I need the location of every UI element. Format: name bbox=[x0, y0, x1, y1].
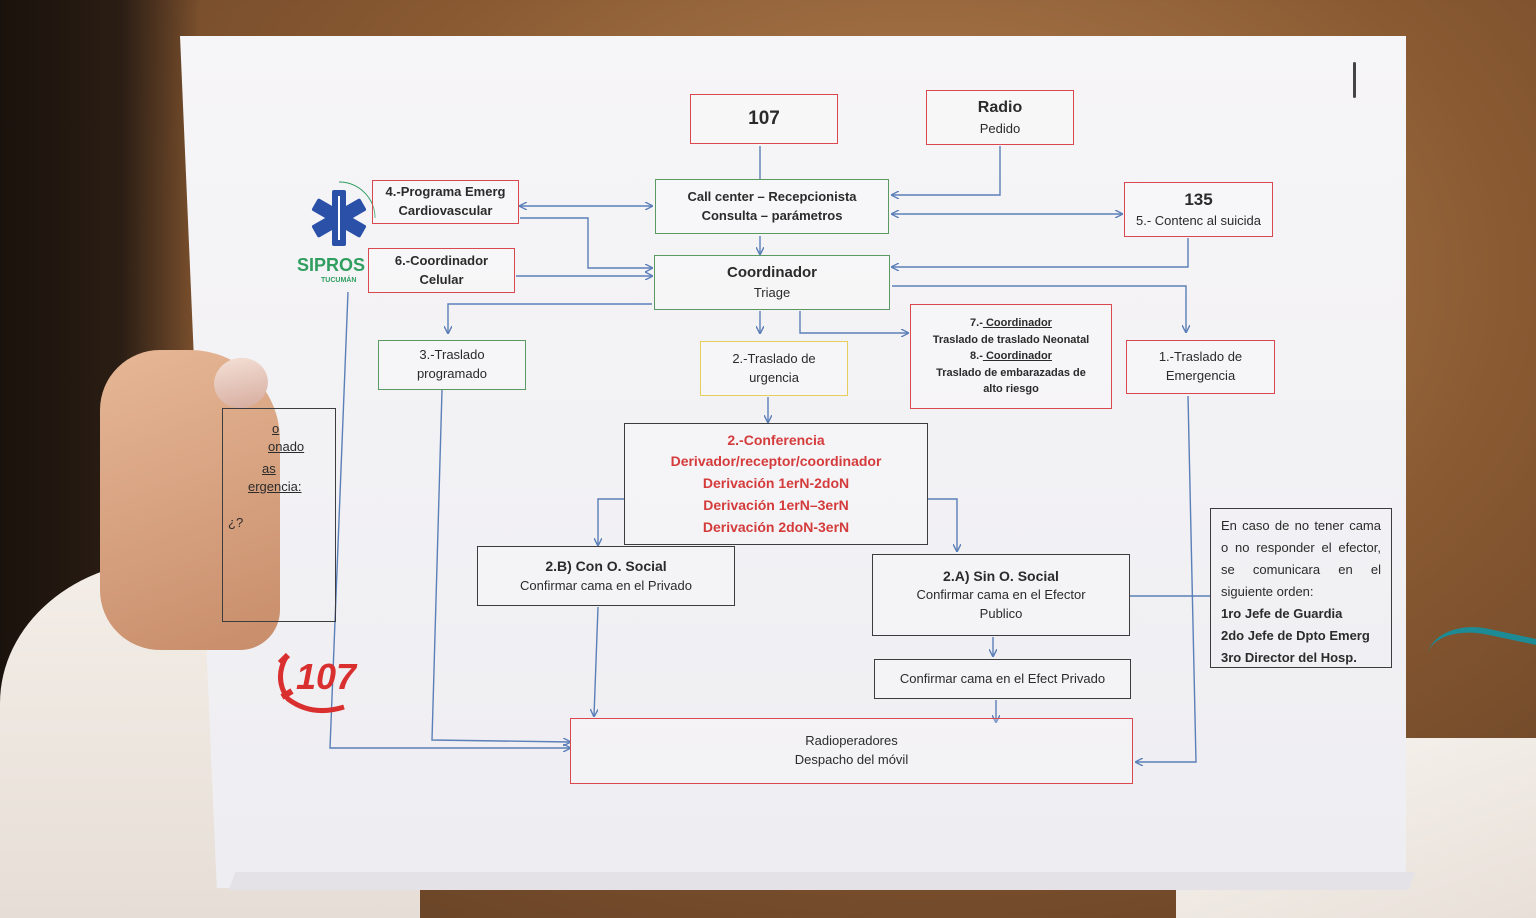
conferencia-line1: 2.-Conferencia bbox=[727, 431, 825, 448]
box-radioperadores: Radioperadores Despacho del móvil bbox=[570, 718, 1133, 784]
radioperadores-line1: Radioperadores bbox=[805, 733, 898, 749]
arrow-programado-to-radio bbox=[431, 389, 570, 742]
box-programa-emerg: 4.-Programa Emerg Cardiovascular bbox=[372, 180, 519, 224]
svg-text:107: 107 bbox=[296, 656, 358, 697]
arrow-celular-to-radio bbox=[329, 291, 570, 748]
conferencia-line2: Derivador/receptor/coordinador bbox=[670, 453, 882, 470]
note-item-1: 1ro Jefe de Guardia bbox=[1221, 606, 1343, 621]
box-con-obra-social: 2.B) Con O. Social Confirmar cama en el … bbox=[477, 546, 735, 606]
arrow-emergencia-to-radio bbox=[1136, 395, 1197, 762]
box-coordinador-celular: 6.-Coordinador Celular bbox=[368, 248, 515, 293]
box-107: 107 bbox=[690, 94, 838, 144]
arrow-program-to-coord bbox=[520, 217, 652, 268]
urgencia-line1: 2.-Traslado de bbox=[732, 350, 816, 366]
celular-line2: Celular bbox=[419, 271, 464, 287]
side-fragment-2: onado bbox=[268, 439, 305, 454]
note-item-3: 3ro Director del Hosp. bbox=[1221, 650, 1357, 665]
partial-left-box bbox=[222, 408, 336, 622]
paper-sheet bbox=[180, 36, 1406, 888]
box-traslado-urgencia: 2.-Traslado de urgencia bbox=[700, 341, 848, 396]
box-neonatal: 7.- Coordinador Traslado de traslado Neo… bbox=[910, 304, 1112, 409]
box-107-title: 107 bbox=[748, 108, 780, 130]
box-traslado-programado: 3.-Traslado programado bbox=[378, 340, 526, 390]
box-radio-title: Radio bbox=[977, 99, 1023, 117]
box-efect-privado: Confirmar cama en el Efect Privado bbox=[874, 659, 1131, 699]
box-traslado-emergencia: 1.-Traslado de Emergencia bbox=[1126, 340, 1275, 394]
arrow-coord-to-emergencia bbox=[892, 285, 1186, 332]
box-coordinador: Coordinador Triage bbox=[654, 255, 890, 310]
call-center-line2: Consulta – parámetros bbox=[701, 207, 843, 223]
radioperadores-line2: Despacho del móvil bbox=[794, 752, 909, 767]
conferencia-line4: Derivación 1erN–3erN bbox=[703, 496, 849, 513]
neonatal-line4: Traslado de embarazadas de bbox=[936, 366, 1086, 379]
neonatal-line3: 8.- Coordinador bbox=[970, 350, 1052, 363]
side-fragment-5: ¿? bbox=[228, 515, 244, 530]
logo-107-icon: 107 bbox=[277, 652, 358, 714]
coordinador-title: Coordinador bbox=[727, 264, 817, 282]
sin-social-line3: Publico bbox=[979, 606, 1023, 622]
neonatal-line2: Traslado de traslado Neonatal bbox=[932, 333, 1090, 346]
sin-social-title: 2.A) Sin O. Social bbox=[943, 568, 1059, 584]
efect-privado-text: Confirmar cama en el Efect Privado bbox=[899, 670, 1106, 686]
arrow-con-to-radio bbox=[594, 606, 599, 716]
call-center-line1: Call center – Recepcionista bbox=[687, 188, 857, 204]
sipros-logo: SIPROS TUCUMÁN bbox=[297, 181, 376, 284]
arrow-conf-to-con-social bbox=[598, 498, 624, 545]
celular-line1: 6.-Coordinador bbox=[394, 252, 489, 268]
box-radio: Radio Pedido bbox=[926, 90, 1074, 145]
coordinador-subtitle: Triage bbox=[753, 284, 791, 300]
programado-line1: 3.-Traslado bbox=[419, 347, 485, 363]
pen-mark bbox=[1353, 62, 1356, 98]
neonatal-line1: 7.- Coordinador bbox=[970, 317, 1052, 330]
programa-line2: Cardiovascular bbox=[398, 203, 493, 218]
side-fragment-4: ergencia: bbox=[248, 479, 302, 494]
emergencia-line1: 1.-Traslado de bbox=[1158, 349, 1243, 365]
side-fragment-3: as bbox=[262, 461, 276, 476]
neonatal-line5: alto riesgo bbox=[983, 383, 1039, 396]
svg-text:SIPROS: SIPROS bbox=[297, 255, 365, 275]
programa-line1: 4.-Programa Emerg bbox=[385, 184, 506, 200]
box-conferencia: 2.-Conferencia Derivador/receptor/coordi… bbox=[624, 423, 928, 545]
svg-text:TUCUMÁN: TUCUMÁN bbox=[321, 275, 356, 284]
conferencia-line5: Derivación 2doN-3erN bbox=[702, 518, 850, 535]
emergencia-line2: Emergencia bbox=[1165, 368, 1236, 383]
arrow-coord-to-programado bbox=[448, 303, 652, 333]
box-135: 135 5.- Contenc al suicida bbox=[1124, 182, 1273, 237]
box-sin-obra-social: 2.A) Sin O. Social Confirmar cama en el … bbox=[872, 554, 1130, 636]
con-social-title: 2.B) Con O. Social bbox=[545, 558, 667, 575]
side-fragment-1: o bbox=[272, 421, 280, 436]
arrow-radio-to-callcenter bbox=[892, 146, 1001, 195]
box-135-title: 135 bbox=[1184, 189, 1213, 209]
sin-social-line2: Confirmar cama en el Efector bbox=[916, 587, 1086, 603]
box-radio-subtitle: Pedido bbox=[979, 120, 1021, 136]
arrow-135-to-coord bbox=[892, 238, 1189, 267]
escalation-note: En caso de no tener cama o no responder … bbox=[1210, 508, 1392, 668]
note-item-2: 2do Jefe de Dpto Emerg bbox=[1221, 628, 1370, 643]
box-135-subtitle: 5.- Contenc al suicida bbox=[1135, 213, 1261, 229]
programado-line2: programado bbox=[416, 366, 488, 381]
note-text: En caso de no tener cama o no responder … bbox=[1221, 518, 1381, 599]
arrow-coord-to-neonatal bbox=[799, 311, 908, 333]
urgencia-line2: urgencia bbox=[749, 369, 799, 385]
box-call-center: Call center – Recepcionista Consulta – p… bbox=[655, 179, 889, 234]
con-social-subtitle: Confirmar cama en el Privado bbox=[520, 577, 692, 593]
arrow-conf-to-sin-social bbox=[928, 498, 957, 551]
conferencia-line3: Derivación 1erN-2doN bbox=[702, 475, 850, 492]
